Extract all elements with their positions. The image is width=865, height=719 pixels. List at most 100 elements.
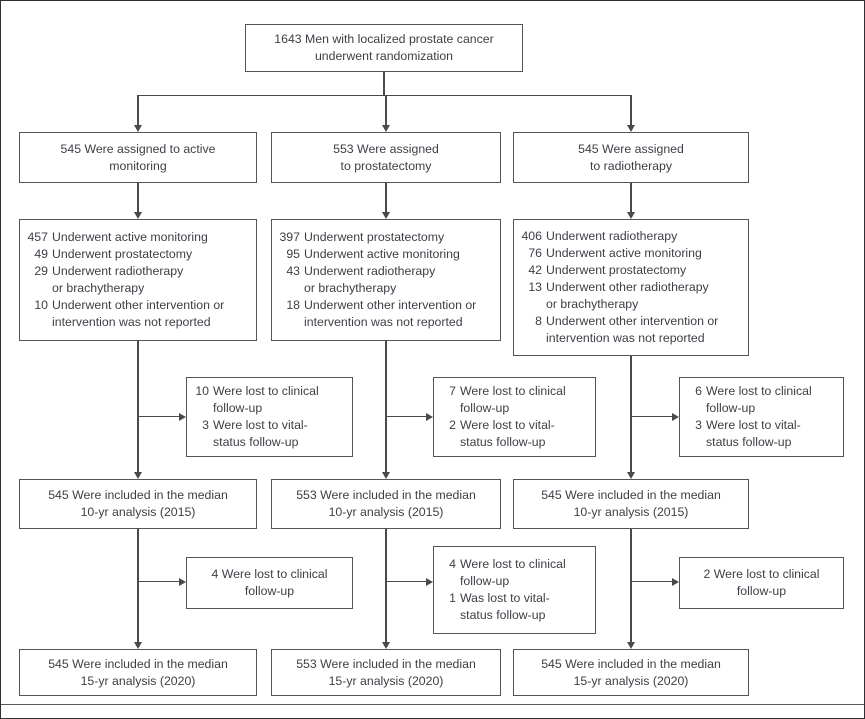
count: 42 <box>528 263 542 277</box>
flow-line-item: 10 Were lost to clinical follow-up <box>193 383 347 417</box>
count: 4 <box>449 557 456 571</box>
flow-line-item: 457 Underwent active monitoring <box>26 229 251 246</box>
connector-line <box>630 183 632 212</box>
treatment-received-box-active-monitoring: 457 Underwent active monitoring 49 Under… <box>19 219 257 341</box>
count: 18 <box>286 298 300 312</box>
connector-drop-active-monitoring <box>137 95 139 125</box>
assigned-box-radiotherapy: 545 Were assigned to radiotherapy <box>513 132 749 183</box>
analysis-box-prostatectomy-10yr: 553 Were included in the median 10-yr an… <box>271 479 501 529</box>
count: 3 <box>202 418 209 432</box>
count: 76 <box>528 246 542 260</box>
flow-line-item: 8 Underwent other intervention or interv… <box>520 313 743 347</box>
arrow-right-icon <box>179 412 186 421</box>
randomization-box: 1643 Men with localized prostate cancer … <box>245 24 523 72</box>
arrow-down-icon <box>382 125 390 132</box>
event-text: Was lost to vital- status follow-up <box>460 591 550 622</box>
flow-line-item: 6 Were lost to clinical follow-up <box>686 383 838 417</box>
lost-followup-box-active-monitoring-10yr: 10 Were lost to clinical follow-up 3 Wer… <box>186 377 353 457</box>
event-text: Underwent active monitoring <box>52 230 208 244</box>
connector-branch <box>386 415 426 418</box>
connector-line <box>137 529 139 642</box>
event-text: Underwent other intervention or interven… <box>52 298 225 329</box>
connector-line <box>137 183 139 212</box>
connector-line <box>630 356 632 472</box>
flow-line-item: 76 Underwent active monitoring <box>520 245 743 262</box>
arrow-down-icon <box>382 472 390 479</box>
analysis-label: 553 Were included in the median 15-yr an… <box>296 656 476 688</box>
count: 29 <box>34 264 48 278</box>
connector-branch <box>631 580 672 583</box>
event-text: Underwent other radiotherapy or brachyth… <box>546 280 709 311</box>
lost-followup-box-radiotherapy-15yr: 2 Were lost to clinical follow-up <box>679 557 844 609</box>
count: 49 <box>34 247 48 261</box>
flow-line-item: 13 Underwent other radiotherapy or brach… <box>520 279 743 313</box>
event-text: Underwent prostatectomy <box>52 247 193 261</box>
event-text: 2 Were lost to clinical follow-up <box>703 567 820 598</box>
connector-drop-prostatectomy <box>385 95 387 125</box>
event-text: Underwent active monitoring <box>546 246 702 260</box>
event-text: Were lost to vital- status follow-up <box>213 418 308 449</box>
flow-line-item: 18 Underwent other intervention or inter… <box>278 297 495 331</box>
lost-followup-box-prostatectomy-10yr: 7 Were lost to clinical follow-up 2 Were… <box>433 377 596 457</box>
assigned-box-prostatectomy: 553 Were assigned to prostatectomy <box>271 132 501 183</box>
event-text: Underwent other intervention or interven… <box>304 298 477 329</box>
count: 43 <box>286 264 300 278</box>
arrow-right-icon <box>426 412 433 421</box>
count: 457 <box>27 230 48 244</box>
flow-line-item: 43 Underwent radiotherapy or brachythera… <box>278 263 495 297</box>
flow-line-item: 1 Was lost to vital- status follow-up <box>440 590 590 624</box>
arrow-down-icon <box>382 642 390 649</box>
event-text: Underwent active monitoring <box>304 247 460 261</box>
lost-followup-box-prostatectomy-15yr: 4 Were lost to clinical follow-up 1 Was … <box>433 546 596 634</box>
count: 95 <box>286 247 300 261</box>
lost-followup-box-active-monitoring-15yr: 4 Were lost to clinical follow-up <box>186 557 353 609</box>
event-text: Were lost to vital- status follow-up <box>706 418 801 449</box>
flow-line-item: 3 Were lost to vital- status follow-up <box>686 417 838 451</box>
treatment-received-box-radiotherapy: 406 Underwent radiotherapy 76 Underwent … <box>513 219 749 356</box>
lost-followup-box-radiotherapy-10yr: 6 Were lost to clinical follow-up 3 Were… <box>679 377 844 457</box>
event-text: Underwent other intervention or interven… <box>546 314 719 345</box>
connector-branch-horizontal <box>137 94 632 96</box>
count: 3 <box>695 418 702 432</box>
connector-root-stem <box>383 72 385 95</box>
count: 6 <box>695 384 702 398</box>
flow-line-item: 10 Underwent other intervention or inter… <box>26 297 251 331</box>
connector-line <box>385 529 387 642</box>
assigned-label: 545 Were assigned to radiotherapy <box>578 141 684 173</box>
event-text: Were lost to clinical follow-up <box>706 384 812 415</box>
arrow-down-icon <box>134 642 142 649</box>
event-text: Were lost to vital- status follow-up <box>460 418 555 449</box>
count: 8 <box>535 314 542 328</box>
event-text: 4 Were lost to clinical follow-up <box>211 567 328 598</box>
arrow-down-icon <box>134 125 142 132</box>
count: 7 <box>449 384 456 398</box>
event-text: Underwent radiotherapy or brachytherapy <box>52 264 184 295</box>
event-text: Were lost to clinical follow-up <box>213 384 319 415</box>
arrow-right-icon <box>672 412 679 421</box>
arrow-down-icon <box>627 212 635 219</box>
figure-bottom-rule <box>1 704 864 705</box>
analysis-label: 545 Were included in the median 15-yr an… <box>48 656 228 688</box>
arrow-right-icon <box>426 577 433 586</box>
event-text: Were lost to clinical follow-up <box>460 384 566 415</box>
flow-line-item: 397 Underwent prostatectomy <box>278 229 495 246</box>
event-text: Underwent prostatectomy <box>546 263 687 277</box>
arrow-down-icon <box>627 125 635 132</box>
treatment-received-box-prostatectomy: 397 Underwent prostatectomy 95 Underwent… <box>271 219 501 341</box>
connector-drop-radiotherapy <box>630 95 632 125</box>
arrow-down-icon <box>134 472 142 479</box>
flow-line-item: 4 Were lost to clinical follow-up <box>440 556 590 590</box>
connector-line <box>385 183 387 212</box>
flow-line-item: 49 Underwent prostatectomy <box>26 246 251 263</box>
flow-line-item: 406 Underwent radiotherapy <box>520 228 743 245</box>
analysis-label: 545 Were included in the median 10-yr an… <box>541 488 721 519</box>
analysis-box-active-monitoring-15yr: 545 Were included in the median 15-yr an… <box>19 649 257 696</box>
assigned-label: 553 Were assigned to prostatectomy <box>333 141 439 173</box>
arrow-down-icon <box>382 212 390 219</box>
arrow-right-icon <box>179 577 186 586</box>
analysis-box-radiotherapy-10yr: 545 Were included in the median 10-yr an… <box>513 479 749 529</box>
connector-branch <box>631 415 672 418</box>
event-text: Were lost to clinical follow-up <box>460 557 566 588</box>
analysis-box-active-monitoring-10yr: 545 Were included in the median 10-yr an… <box>19 479 257 529</box>
analysis-label: 553 Were included in the median 10-yr an… <box>296 488 476 519</box>
